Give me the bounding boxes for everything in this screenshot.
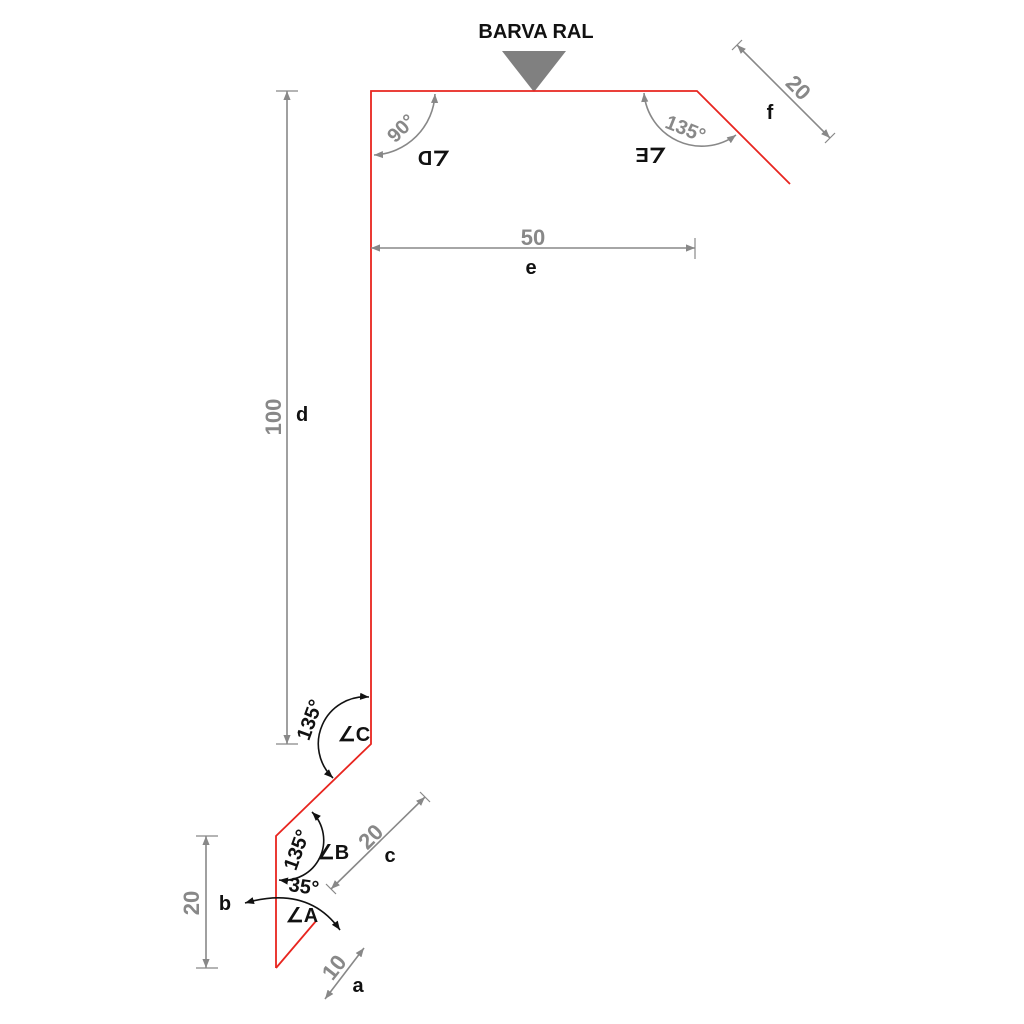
- dimension-e: 50 e: [371, 225, 696, 279]
- dimension-f: 20 f: [731, 39, 836, 144]
- dimension-d-value: 100: [261, 399, 286, 436]
- dimension-c-value: 20: [353, 819, 388, 854]
- angle-e: 135° ∠E: [635, 92, 737, 165]
- dimension-b-label: b: [219, 893, 231, 915]
- angle-a-label: ∠A: [286, 905, 318, 927]
- dimension-b-value: 20: [179, 891, 204, 915]
- dimension-d-label: d: [296, 404, 308, 426]
- angle-a-value: 35°: [287, 874, 320, 900]
- dimension-a-label: a: [352, 975, 364, 997]
- dimension-a: 10 a: [317, 947, 365, 1000]
- angle-c: 135° ∠C: [293, 692, 370, 779]
- angle-e-label: ∠E: [635, 143, 666, 165]
- angle-d-value: 90°: [383, 110, 420, 147]
- dimension-a-value: 10: [317, 950, 352, 985]
- dimension-f-label: f: [767, 102, 774, 124]
- angle-b-label: ∠B: [317, 842, 349, 864]
- angle-e-value: 135°: [662, 111, 709, 147]
- dimension-e-value: 50: [521, 225, 545, 250]
- angle-a: 35° ∠A: [244, 874, 341, 931]
- profile-hem: [275, 920, 317, 969]
- angle-b-value: 135°: [280, 827, 315, 873]
- angle-d: 90° ∠D: [373, 93, 450, 168]
- angle-c-label: ∠C: [338, 724, 370, 746]
- dimension-f-value: 20: [781, 70, 816, 105]
- dimension-c-label: c: [384, 845, 395, 867]
- dimension-e-label: e: [525, 257, 536, 279]
- dimension-b: 20 b: [179, 835, 231, 969]
- dimension-d: 100 d: [261, 90, 308, 745]
- angle-c-value: 135°: [293, 697, 328, 743]
- angle-d-label: ∠D: [418, 146, 450, 168]
- title-barva-ral: BARVA RAL: [478, 21, 593, 43]
- color-side-marker-triangle: [502, 51, 566, 92]
